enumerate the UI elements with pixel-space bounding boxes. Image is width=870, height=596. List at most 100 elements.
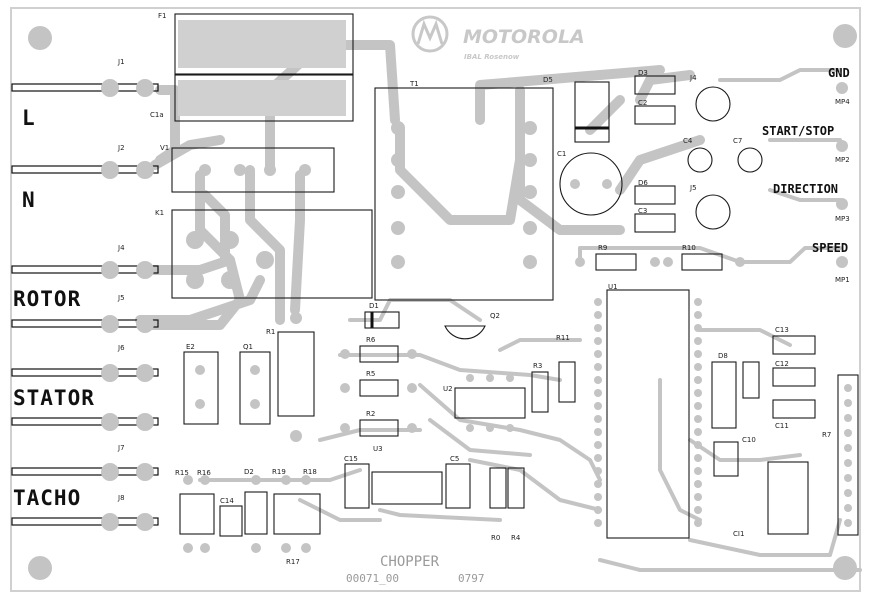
ic-pin <box>694 441 702 449</box>
parts-bottom-center <box>344 463 525 509</box>
ic-pin <box>594 389 602 397</box>
ic-pin <box>694 415 702 423</box>
ic-pin <box>594 363 602 371</box>
ic-pin <box>594 376 602 384</box>
label-direction: DIRECTION <box>773 182 838 196</box>
ic-pin <box>594 506 602 514</box>
ic-pin <box>694 376 702 384</box>
footer-code: 00071_00 <box>346 572 399 585</box>
label-rotor: ROTOR <box>13 287 81 311</box>
brand-name: MOTOROLA <box>463 26 585 48</box>
ref-ci1: CI1 <box>733 530 744 538</box>
motorola-logo: MOTOROLA IBAL Rosenow <box>411 15 585 61</box>
label-gnd: GND <box>828 66 850 80</box>
ic-pin <box>694 298 702 306</box>
diode-d5 <box>574 81 610 143</box>
resistor-r1 <box>277 312 315 442</box>
transistor-q2 <box>444 325 486 340</box>
ref-mp1: MP1 <box>835 276 850 284</box>
ic-pin <box>694 311 702 319</box>
footer-date: 0797 <box>458 572 485 585</box>
ref-c1a: C1a <box>150 111 164 119</box>
ref-d6: D6 <box>638 179 648 187</box>
ref-u2: U2 <box>443 385 453 393</box>
ic-pin <box>594 441 602 449</box>
ic-pin <box>594 298 602 306</box>
resistors-r9-r10 <box>575 253 745 271</box>
relay-k1 <box>171 209 373 299</box>
ic-pin <box>594 454 602 462</box>
ic-pin <box>594 493 602 501</box>
ref-v1: V1 <box>160 144 169 152</box>
ref-u3: U3 <box>373 445 383 453</box>
ic-pin <box>694 363 702 371</box>
diode-d1 <box>364 311 400 329</box>
ic-pin <box>594 467 602 475</box>
ref-r18: R18 <box>303 468 317 476</box>
connector-pins-right <box>844 384 852 527</box>
ref-c12: C12 <box>775 360 789 368</box>
ref-j4b: J4 <box>689 74 697 82</box>
ref-j6: J6 <box>117 344 125 352</box>
ic-pin <box>594 324 602 332</box>
left-terminals <box>11 79 159 531</box>
ref-r0: R0 <box>491 534 500 542</box>
ref-j2: J2 <box>117 144 125 152</box>
ref-j5: J5 <box>117 294 125 302</box>
ic-u2 <box>454 374 526 432</box>
ref-d2: D2 <box>244 468 254 476</box>
ref-c14: C14 <box>220 497 234 505</box>
ref-r16: R16 <box>197 469 211 477</box>
label-tacho: TACHO <box>13 486 81 510</box>
ref-j1: J1 <box>117 58 125 66</box>
ref-mp4: MP4 <box>835 98 850 106</box>
ic-pin <box>594 337 602 345</box>
ref-mp3: MP3 <box>835 215 850 223</box>
ref-r4b: R4 <box>511 534 521 542</box>
ref-r19: R19 <box>272 468 286 476</box>
ic-pin <box>694 337 702 345</box>
ref-e2: E2 <box>186 343 195 351</box>
ic-pin <box>694 467 702 475</box>
ic-pin <box>594 415 602 423</box>
ic-pin <box>594 428 602 436</box>
fuse-f1 <box>174 13 354 122</box>
ref-r10: R10 <box>682 244 696 252</box>
label-speed: SPEED <box>812 241 848 255</box>
ref-r2: R2 <box>366 410 375 418</box>
footer-title: CHOPPER <box>380 554 440 570</box>
ref-c15: C15 <box>344 455 358 463</box>
ref-c11: C11 <box>775 422 789 430</box>
label-l: L <box>22 106 36 130</box>
transformer-t1 <box>374 87 554 301</box>
label-start-stop: START/STOP <box>762 124 834 138</box>
ref-c5: C5 <box>450 455 459 463</box>
bridge-v1 <box>171 147 335 193</box>
ref-r1: R1 <box>266 328 275 336</box>
ref-r3: R3 <box>533 362 542 370</box>
ref-j5b: J5 <box>689 184 697 192</box>
ref-c13: C13 <box>775 326 789 334</box>
copper-traces <box>135 40 705 330</box>
ic-pin <box>694 506 702 514</box>
ref-j8: J8 <box>117 494 125 502</box>
ref-t1: T1 <box>409 80 419 88</box>
ic-pin <box>694 324 702 332</box>
right-test-pads <box>836 82 848 268</box>
ic-pin <box>694 428 702 436</box>
ic-pin <box>594 311 602 319</box>
ic-u1 <box>594 289 702 539</box>
ic-pin <box>694 519 702 527</box>
ref-q1: Q1 <box>243 343 253 351</box>
label-n: N <box>22 188 36 212</box>
ref-c2: C2 <box>638 99 647 107</box>
ic-pin <box>594 350 602 358</box>
parts-right-top <box>634 75 763 233</box>
label-stator: STATOR <box>13 386 95 410</box>
ref-r11: R11 <box>556 334 570 342</box>
thin-traces <box>198 68 862 572</box>
ref-c4: C4 <box>683 137 693 145</box>
ref-d5: D5 <box>543 76 553 84</box>
mounting-holes <box>28 24 857 580</box>
